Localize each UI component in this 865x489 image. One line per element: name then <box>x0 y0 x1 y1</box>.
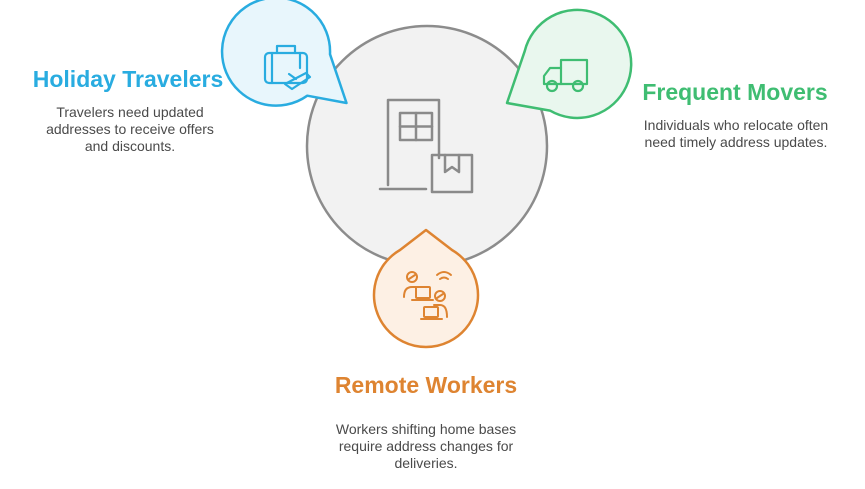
remote-workers-pin <box>372 228 480 349</box>
frequent-movers-description: Individuals who relocate often need time… <box>643 117 829 150</box>
holiday-travelers-title: Holiday Travelers <box>32 66 224 92</box>
remote-workers-title: Remote Workers <box>334 372 518 398</box>
delivery-truck-icon <box>542 58 589 93</box>
luggage-with-plane-icon <box>263 44 312 91</box>
holiday-travelers-description: Travelers need updated addresses to rece… <box>46 104 214 154</box>
frequent-movers-pin <box>505 8 633 120</box>
building-with-package-icon <box>378 98 474 194</box>
remote-workers-laptop-icon <box>403 271 452 320</box>
frequent-movers-title: Frequent Movers <box>642 79 828 105</box>
remote-workers-description: Workers shifting home bases require addr… <box>335 421 517 471</box>
